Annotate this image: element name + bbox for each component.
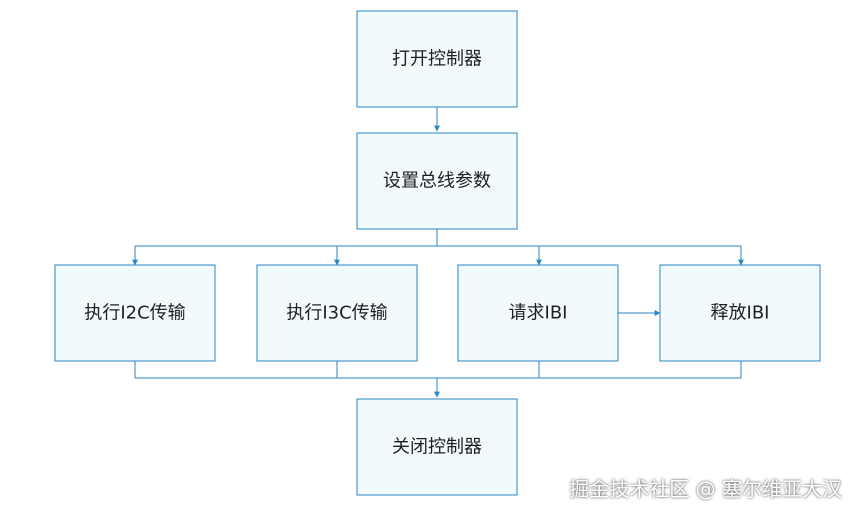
node-open-controller: 打开控制器 [356,10,518,108]
node-set-bus-params: 设置总线参数 [356,132,518,230]
edges [132,107,744,398]
node-i3c-transfer-label: 执行I3C传输 [286,303,387,324]
node-close-controller: 关闭控制器 [356,398,518,496]
node-i2c-transfer: 执行I2C传输 [54,264,216,362]
node-release-ibi-label: 释放IBI [711,303,770,324]
node-open-controller-label: 打开控制器 [392,49,482,70]
node-release-ibi: 释放IBI [659,264,821,362]
node-i3c-transfer: 执行I3C传输 [256,264,418,362]
node-set-bus-params-label: 设置总线参数 [383,171,491,192]
node-request-ibi: 请求IBI [457,264,619,362]
node-i2c-transfer-label: 执行I2C传输 [84,303,185,324]
node-request-ibi-label: 请求IBI [509,303,568,324]
node-close-controller-label: 关闭控制器 [392,437,482,458]
